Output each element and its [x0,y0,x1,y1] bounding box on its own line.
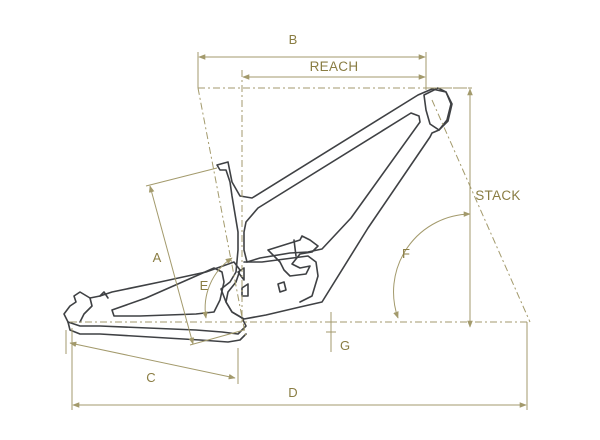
bb-cutout-2 [241,283,249,297]
front-triangle-outline [216,88,452,320]
head-tube-axis-line [431,99,531,323]
front-triangle-window [243,112,421,263]
label-c: C [146,370,155,385]
bb-cutout-3 [237,267,245,281]
bottom-bracket-area [243,255,319,303]
frame-drawing [63,87,453,343]
label-a: A [153,250,162,265]
bb-cutout-1 [277,281,287,293]
dimension-e-arc [202,257,233,319]
label-f: F [402,246,410,261]
shock-bolt [293,239,297,257]
rear-dropout [63,291,93,323]
label-d: D [288,385,297,400]
dimensions: B REACH STACK A E F G C D [65,32,528,410]
rear-dropout-tab [99,291,109,299]
reference-lines [70,70,531,339]
label-e: E [200,278,209,293]
dimension-f-arc [393,211,471,319]
dimension-a-extension-top [145,167,218,187]
label-g: G [340,338,350,353]
head-tube [423,87,453,131]
dimension-c-line [69,341,236,380]
dimension-a-line [148,185,195,345]
shock-mount [267,235,319,277]
seat-tube-axis-line [197,87,247,339]
seatstay-outline [67,261,247,335]
label-reach: REACH [310,59,359,74]
label-stack: STACK [475,188,521,203]
label-b: B [289,32,298,47]
